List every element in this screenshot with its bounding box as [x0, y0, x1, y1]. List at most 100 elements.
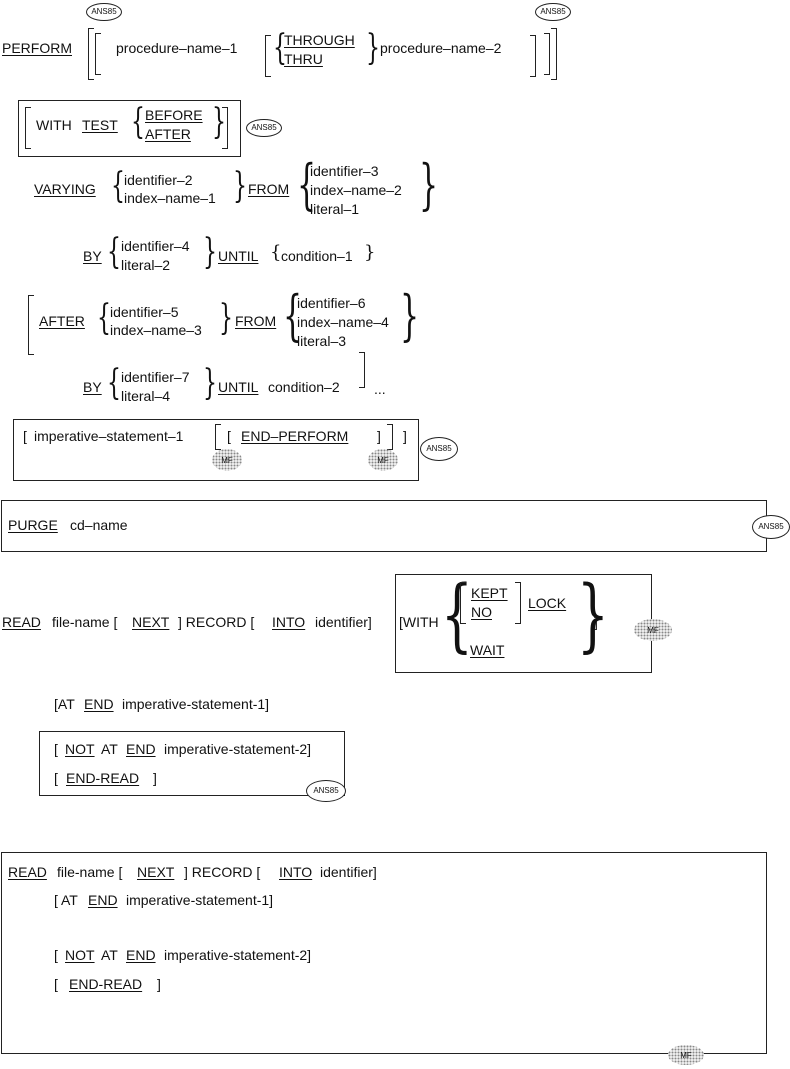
imperative-statement-2: imperative-statement-2] [164, 947, 312, 963]
brace-right: } [219, 298, 233, 339]
bracket-open: [ [227, 428, 231, 444]
bracket-open: [ [54, 976, 58, 992]
brace-right: } [203, 363, 217, 404]
end-keyword: END [126, 741, 156, 757]
bracket-left [265, 35, 271, 77]
by-keyword: BY [83, 379, 102, 395]
by-keyword: BY [83, 248, 102, 264]
end-perform-keyword: END–PERFORM [241, 428, 349, 444]
index-name-4: index–name–4 [297, 314, 389, 330]
index-name-2: index–name–2 [310, 182, 402, 198]
file-name: file-name [ [57, 864, 123, 880]
kept-keyword: KEPT [471, 585, 508, 601]
literal-3: literal–3 [297, 333, 347, 349]
identifier: identifier] [320, 864, 377, 880]
index-name-1: index–name–1 [124, 190, 216, 206]
until-keyword: UNTIL [218, 379, 259, 395]
identifier-4: identifier–4 [121, 238, 190, 254]
double-bracket-left [95, 33, 101, 75]
bracket-close: ] [594, 614, 598, 630]
lock-keyword: LOCK [528, 595, 567, 611]
bracket-right [387, 424, 393, 450]
perform-keyword: PERFORM [2, 40, 72, 56]
procedure-name-1: procedure–name–1 [116, 40, 238, 56]
bracket-right [515, 582, 521, 624]
brace-right: } [577, 568, 609, 662]
bracket-close: ] [377, 428, 381, 444]
bracket-open: [ [54, 741, 58, 757]
wait-keyword: WAIT [470, 642, 505, 658]
bracket-close: ] [403, 428, 407, 444]
ans85-badge: ANS85 [246, 119, 282, 137]
bracket-right [359, 352, 365, 388]
condition-1: condition–1 [281, 248, 353, 264]
brace-left: { [107, 363, 121, 404]
bracket-left [28, 295, 34, 355]
brace-left: { [111, 166, 125, 207]
literal-4: literal–4 [121, 388, 171, 404]
brace-left: { [297, 154, 317, 218]
at-keyword: AT [101, 947, 118, 963]
double-bracket-right [544, 33, 550, 75]
end-keyword: END [88, 892, 118, 908]
brace-right: } [419, 154, 439, 218]
from-keyword: FROM [235, 313, 277, 329]
mf-badge: MF [368, 449, 398, 471]
with-test-box [18, 100, 241, 157]
bracket-right [530, 35, 536, 77]
identifier: identifier] [315, 614, 372, 630]
read-keyword: READ [8, 864, 47, 880]
end-read-keyword: END-READ [69, 976, 143, 992]
identifier-3: identifier–3 [310, 163, 379, 179]
with-keyword: [WITH [399, 614, 439, 630]
bracket-left [460, 582, 466, 624]
ans85-badge: ANS85 [535, 3, 571, 21]
file-name: file-name [ [52, 614, 118, 630]
read-mf-box [1, 852, 767, 1054]
after-keyword: AFTER [145, 126, 191, 142]
bracket-close: ] [157, 976, 161, 992]
from-keyword: FROM [248, 181, 290, 197]
end-perform-box [13, 419, 419, 481]
double-bracket-left [88, 28, 94, 80]
brace-left: { [131, 102, 145, 143]
brace-right: } [400, 285, 420, 349]
brace-left: { [270, 242, 282, 263]
ans85-badge: ANS85 [420, 437, 458, 461]
brace-right: } [366, 28, 380, 69]
mf-badge: MF [634, 619, 672, 641]
procedure-name-2: procedure–name–2 [380, 40, 502, 56]
not-keyword: NOT [65, 947, 95, 963]
end-keyword: END [126, 947, 156, 963]
brace-left: { [283, 285, 303, 349]
ellipsis: ... [374, 381, 386, 397]
bracket-open: [ [54, 947, 58, 963]
varying-keyword: VARYING [34, 181, 96, 197]
brace-right: } [212, 102, 226, 143]
end-read-keyword: END-READ [66, 770, 140, 786]
brace-left: { [97, 298, 111, 339]
bracket-open: [ [54, 770, 58, 786]
ans85-badge: ANS85 [306, 780, 346, 802]
brace-left: { [107, 232, 121, 273]
identifier-5: identifier–5 [110, 304, 179, 320]
no-keyword: NO [471, 604, 492, 620]
brace-left: { [441, 568, 473, 662]
mf-badge: MF [668, 1045, 704, 1065]
read-keyword: READ [2, 614, 41, 630]
ans85-badge: ANS85 [86, 3, 122, 21]
imperative-statement-1: imperative–statement–1 [34, 428, 184, 444]
identifier-2: identifier–2 [124, 172, 193, 188]
not-keyword: NOT [65, 741, 95, 757]
bracket-left [25, 107, 31, 149]
literal-1: literal–1 [310, 201, 360, 217]
imperative-statement-1: imperative-statement-1] [122, 696, 270, 712]
at-keyword: AT [101, 741, 118, 757]
identifier-6: identifier–6 [297, 295, 366, 311]
into-keyword: INTO [279, 864, 313, 880]
brace-right: } [233, 166, 247, 207]
at-keyword: [AT [54, 696, 75, 712]
purge-keyword: PURGE [8, 517, 58, 533]
until-keyword: UNTIL [218, 248, 259, 264]
index-name-3: index–name–3 [110, 322, 202, 338]
